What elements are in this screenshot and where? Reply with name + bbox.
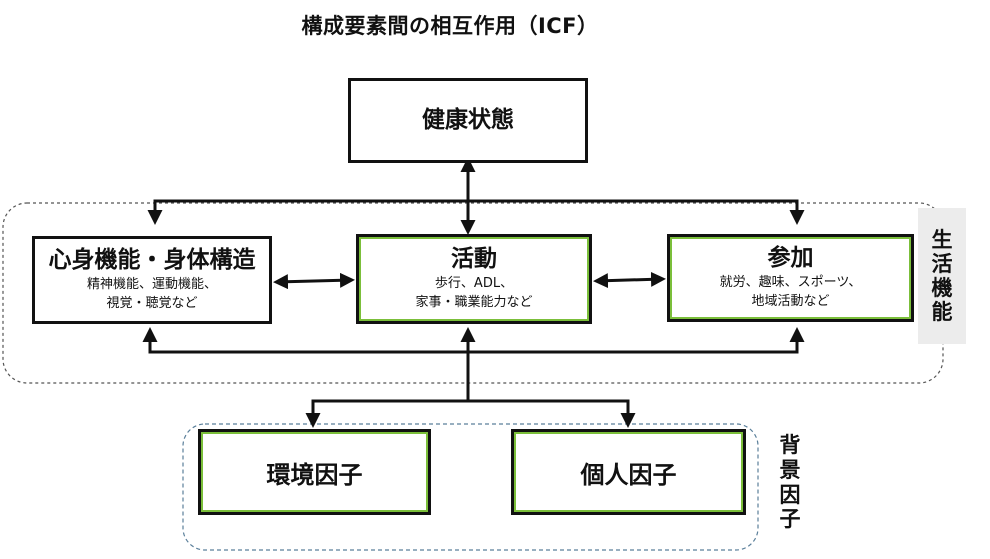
body-functions-sub2: 視覚・聴覚など: [106, 295, 198, 311]
page-title: 構成要素間の相互作用（ICF）: [301, 14, 599, 38]
environmental-factors-title: 環境因子: [266, 460, 363, 489]
life-functioning-char: 生: [931, 227, 953, 252]
background-factors-label: 背 景 因 子: [770, 433, 810, 532]
activity-box: 活動 歩行、ADL、 家事・職業能力など: [356, 234, 592, 324]
personal-factors-box: 個人因子: [511, 429, 746, 515]
life-functioning-char: 機: [931, 276, 953, 300]
body-functions-title: 心身機能・身体構造: [48, 247, 256, 274]
activity-sub2: 家事・職業能力など: [415, 294, 533, 310]
background-factors-char: 景: [779, 457, 801, 482]
activity-title: 活動: [451, 246, 497, 273]
participation-sub1: 就労、趣味、スポーツ、: [719, 275, 862, 291]
personal-factors-title: 個人因子: [580, 460, 677, 489]
health-condition-box: 健康状態: [348, 78, 588, 163]
life-functioning-char: 活: [931, 251, 953, 276]
participation-title: 参加: [767, 245, 814, 272]
life-functioning-label: 生 活 機 能: [918, 208, 966, 344]
life-functioning-char: 能: [931, 300, 953, 325]
background-factors-char: 背: [779, 433, 801, 457]
background-factors-char: 子: [779, 507, 801, 532]
top-bus-line: [153, 199, 799, 222]
health-condition-title: 健康状態: [422, 106, 514, 133]
background-factors-char: 因: [779, 482, 801, 507]
bottom-bus-line: [148, 345, 799, 354]
background-factors-frame: [182, 423, 759, 551]
activity-participation-arrow: [593, 271, 666, 289]
background-split-line: [311, 399, 630, 420]
participation-sub2: 地域活動など: [751, 293, 830, 309]
body-functions-box: 心身機能・身体構造 精神機能、運動機能、 視覚・聴覚など: [32, 236, 272, 324]
activity-sub1: 歩行、ADL、: [434, 276, 514, 292]
body-activity-arrow: [273, 272, 355, 290]
body-functions-sub1: 精神機能、運動機能、: [86, 277, 217, 293]
environmental-factors-box: 環境因子: [198, 429, 431, 515]
participation-box: 参加 就労、趣味、スポーツ、 地域活動など: [667, 234, 914, 322]
